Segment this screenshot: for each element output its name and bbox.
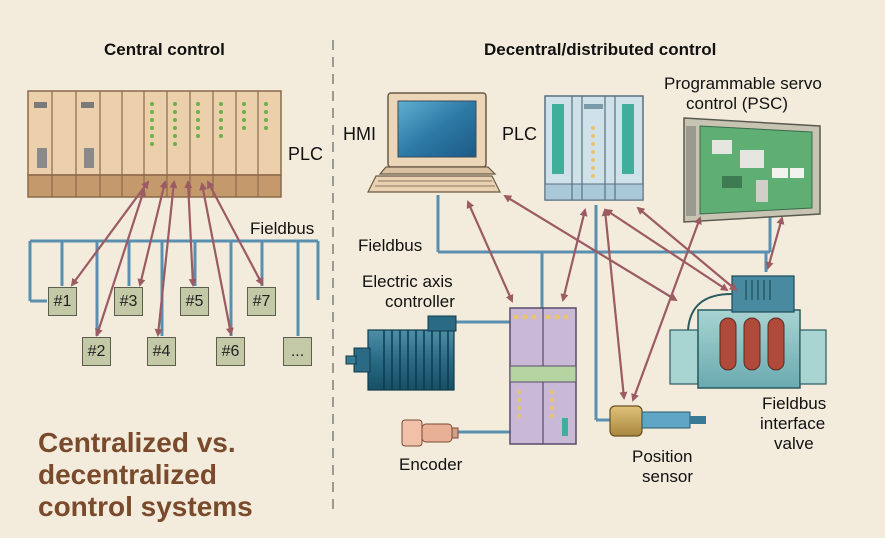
distributed-fieldbus-label: Fieldbus <box>358 236 423 255</box>
psc-label-line2: control (PSC) <box>686 94 789 113</box>
encoder-label: Encoder <box>399 455 463 474</box>
valve-label-line1: Fieldbus <box>762 394 827 413</box>
distributed-plc-label: PLC <box>502 124 538 144</box>
servo-motor <box>345 315 457 391</box>
central-signal-arrows <box>70 180 263 337</box>
programmable-servo-control <box>683 117 821 223</box>
hmi-computer <box>367 92 501 193</box>
position-sensor-label-line1: Position <box>632 447 693 466</box>
axis-label-line2: controller <box>385 292 455 311</box>
node-4: #4 <box>147 337 176 366</box>
node-more: ... <box>283 337 312 366</box>
valve-label-line3: valve <box>774 434 814 453</box>
caption-line1: Centralized vs. <box>38 427 236 458</box>
node-3: #3 <box>114 287 143 316</box>
central-control-title: Central control <box>104 40 225 59</box>
distributed-plc <box>544 95 644 201</box>
position-sensor-label-line2: sensor <box>642 467 694 486</box>
central-plc-rack <box>27 90 282 198</box>
electric-axis-controller <box>509 307 577 445</box>
node-5: #5 <box>180 287 209 316</box>
encoder <box>401 419 459 447</box>
distributed-control-title: Decentral/distributed control <box>484 40 717 59</box>
axis-label-line1: Electric axis <box>362 272 453 291</box>
caption-line2: decentralized <box>38 459 217 490</box>
central-fieldbus-label: Fieldbus <box>250 219 315 238</box>
distributed-signal-arrows <box>466 194 785 402</box>
valve-label-line2: interface <box>760 414 826 433</box>
position-sensor <box>609 405 706 437</box>
node-6: #6 <box>216 337 245 366</box>
psc-label-line1: Programmable servo <box>664 74 822 93</box>
node-2: #2 <box>82 337 111 366</box>
caption: Centralized vs. decentralized control sy… <box>38 427 253 523</box>
central-plc-label: PLC <box>288 144 324 164</box>
node-1: #1 <box>48 287 77 316</box>
hmi-label: HMI <box>343 124 376 144</box>
fieldbus-interface-valve <box>669 275 827 389</box>
node-7: #7 <box>247 287 276 316</box>
caption-line3: control systems <box>38 491 253 522</box>
